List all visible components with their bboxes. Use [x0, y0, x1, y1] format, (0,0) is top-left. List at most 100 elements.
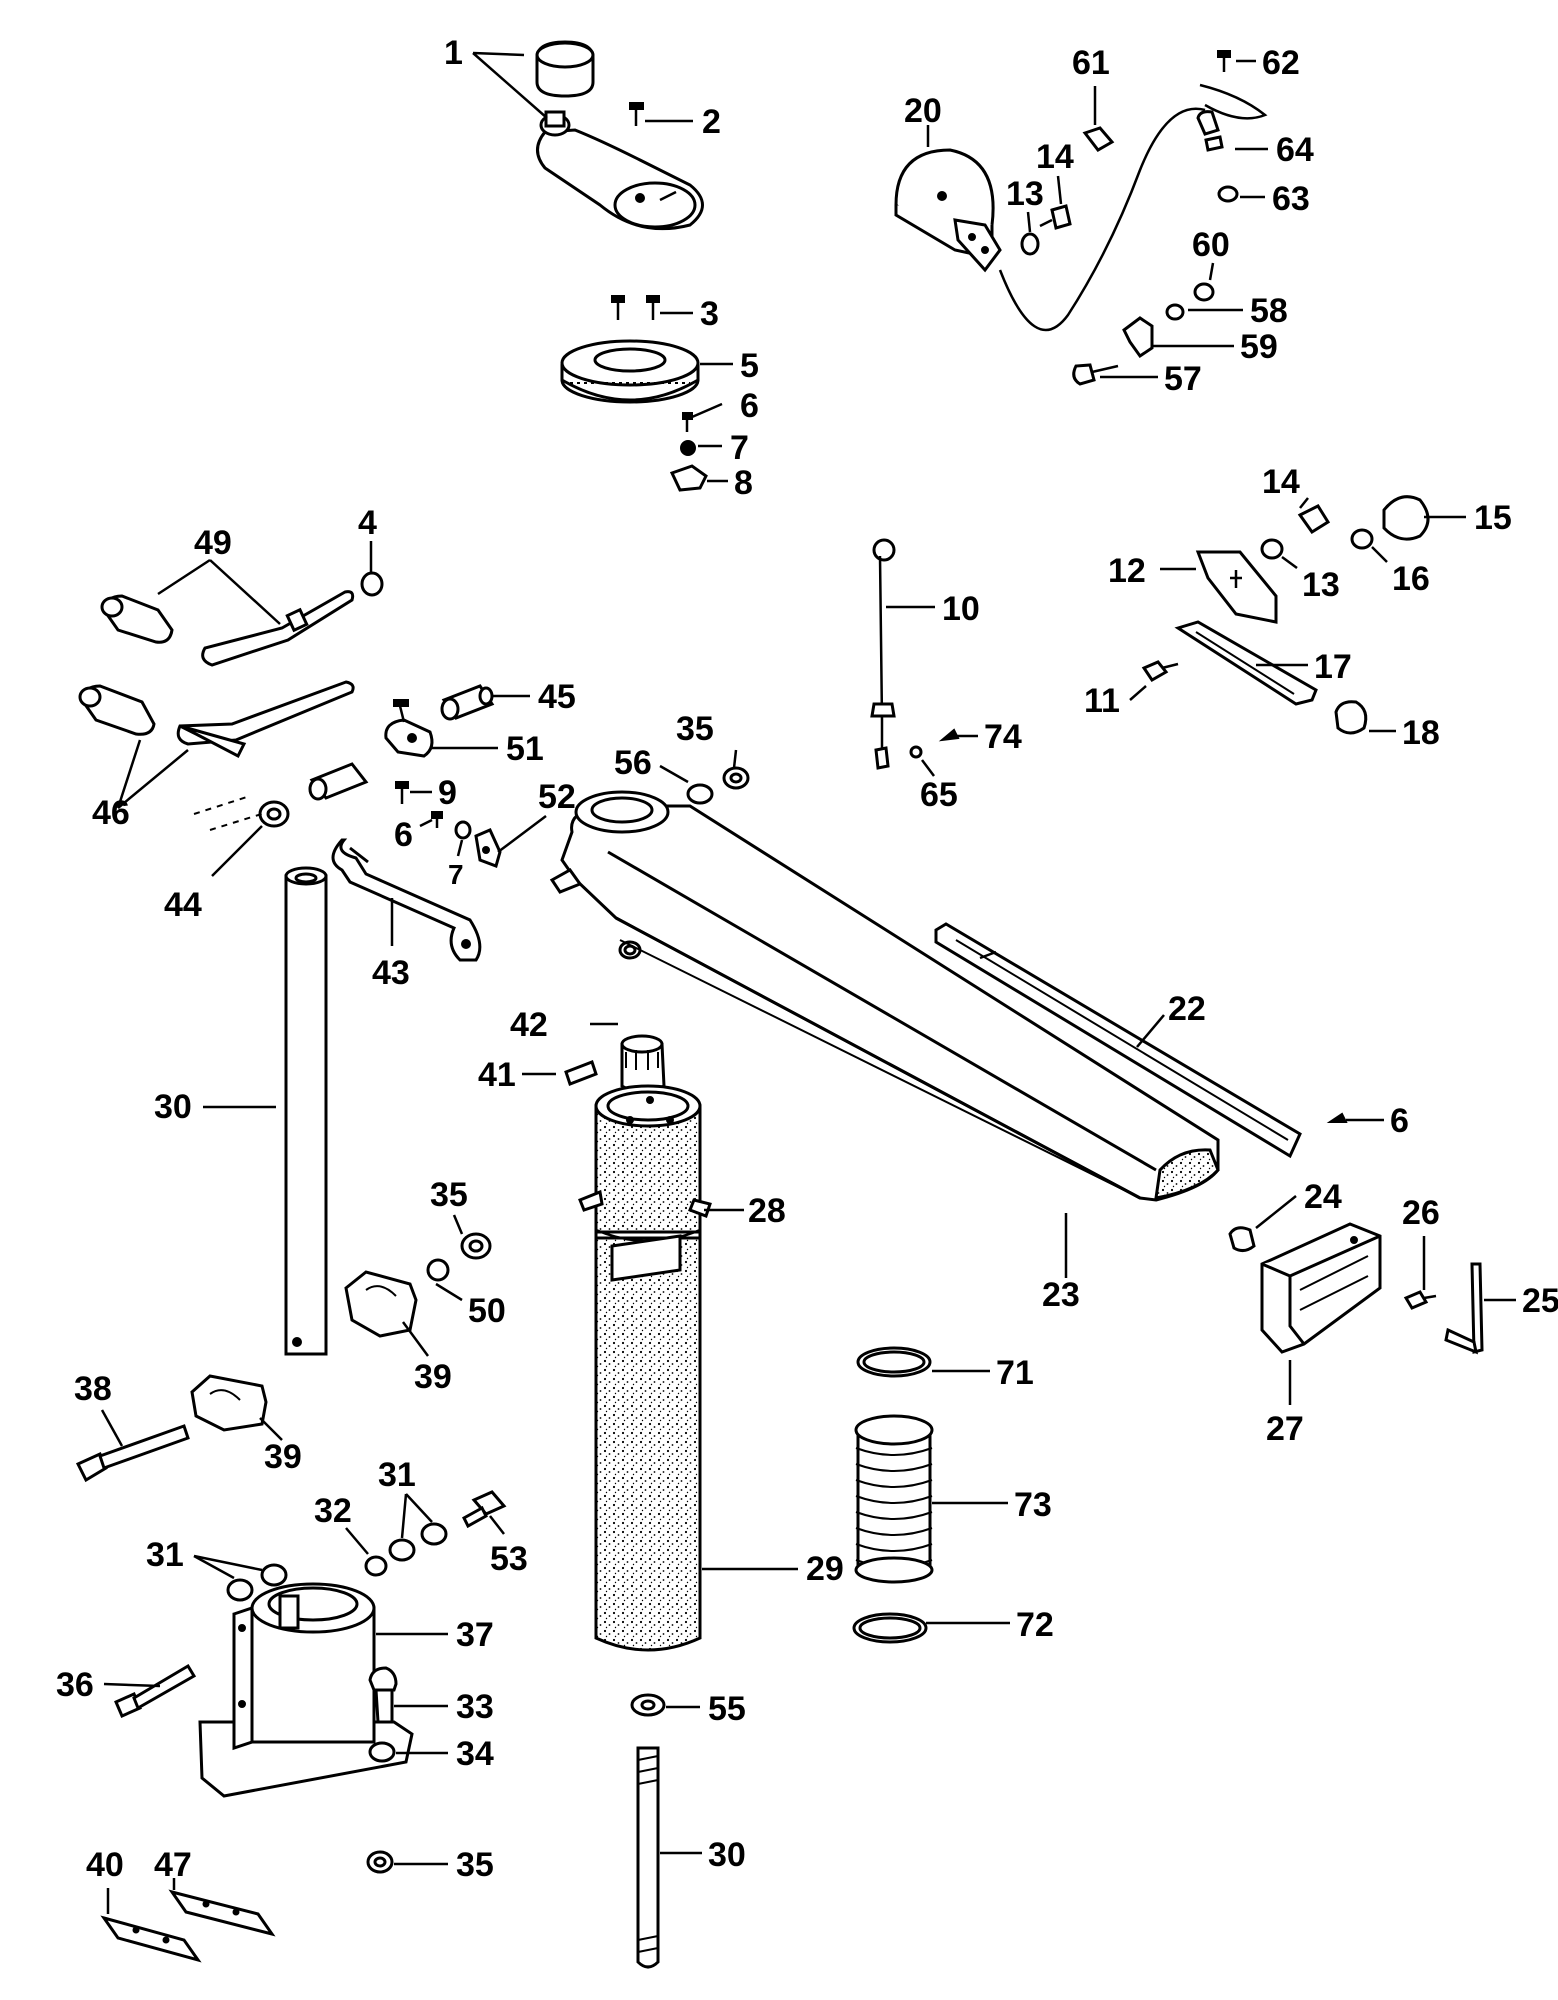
label-13-top: 13 — [1006, 175, 1044, 213]
label-52: 52 — [538, 778, 576, 816]
label-30-bottom: 30 — [708, 1836, 746, 1874]
part-46-handle-grip — [78, 684, 156, 736]
label-35-bottom: 35 — [456, 1846, 494, 1884]
label-17: 17 — [1314, 648, 1352, 686]
part-56-washer — [686, 783, 714, 805]
part-30-column — [284, 866, 328, 1356]
label-6-left: 6 — [394, 816, 413, 854]
label-38: 38 — [74, 1370, 112, 1408]
label-12: 12 — [1108, 552, 1146, 590]
part-42-knob — [620, 1034, 666, 1094]
label-36: 36 — [56, 1666, 94, 1704]
label-44: 44 — [164, 886, 202, 924]
label-6: 6 — [740, 387, 759, 425]
label-50: 50 — [468, 1292, 506, 1330]
part-41-pin — [564, 1060, 598, 1086]
label-11: 11 — [1084, 682, 1120, 720]
part-20-switch-housing — [894, 148, 1002, 273]
label-30-left: 30 — [154, 1088, 192, 1126]
part-52-bracket — [474, 828, 502, 868]
part-46-hex-key — [176, 680, 355, 759]
part-13-washer-mid — [1260, 538, 1284, 560]
part-64-cord-clamp — [1196, 83, 1268, 152]
label-60: 60 — [1192, 226, 1230, 264]
label-9: 9 — [438, 774, 457, 812]
part-72-clamp — [852, 1612, 928, 1644]
part-31-nuts-right — [388, 1522, 448, 1562]
part-1-arm-cover — [536, 110, 704, 231]
part-34-washer — [368, 1741, 396, 1763]
label-6-rail: 6 — [1390, 1102, 1409, 1140]
part-45-bushing — [440, 684, 495, 721]
label-40: 40 — [86, 1846, 124, 1884]
part-14-screw-top — [1039, 204, 1072, 230]
label-72: 72 — [1016, 1606, 1054, 1644]
part-63-nut — [1217, 185, 1239, 203]
part-1-knob — [535, 40, 595, 98]
label-55: 55 — [708, 1690, 746, 1728]
part-38-bolt — [75, 1424, 190, 1483]
part-50-washer — [426, 1258, 450, 1282]
part-27-end-cap — [1260, 1222, 1382, 1354]
part-24-bushing — [1228, 1226, 1256, 1253]
label-35-mid: 35 — [430, 1176, 468, 1214]
label-10: 10 — [942, 590, 980, 628]
label-20: 20 — [904, 92, 942, 130]
label-34: 34 — [456, 1735, 494, 1773]
label-15: 15 — [1474, 499, 1512, 537]
part-73-bellows — [854, 1414, 934, 1584]
part-44-nut — [258, 800, 290, 828]
label-29: 29 — [806, 1550, 844, 1588]
label-1: 1 — [444, 34, 463, 72]
part-61-clip — [1082, 126, 1115, 152]
label-24: 24 — [1304, 1178, 1342, 1216]
part-22-rail — [934, 922, 1302, 1159]
part-4-washer — [360, 571, 384, 597]
part-36-bolt — [114, 1663, 197, 1718]
label-73: 73 — [1014, 1486, 1052, 1524]
label-58: 58 — [1250, 292, 1288, 330]
label-63: 63 — [1272, 180, 1310, 218]
part-16-washer — [1350, 528, 1374, 550]
part-51-clamp — [384, 699, 434, 758]
label-71: 71 — [996, 1354, 1034, 1392]
part-12-plate — [1195, 550, 1278, 624]
part-13-washer-top — [1020, 232, 1040, 256]
part-32-washer — [364, 1555, 388, 1577]
part-6-screw-rail — [1326, 1112, 1348, 1123]
part-17-guide — [1174, 620, 1318, 706]
label-56: 56 — [614, 744, 652, 782]
part-62-screw — [1217, 50, 1231, 72]
part-30-shaft — [636, 1746, 660, 1969]
part-bushing-left — [308, 762, 369, 801]
label-53: 53 — [490, 1540, 528, 1578]
part-74-screw — [938, 728, 960, 742]
label-27: 27 — [1266, 1410, 1304, 1448]
part-71-clamp — [856, 1346, 932, 1378]
part-59-bracket — [1122, 316, 1154, 359]
part-5-dial — [560, 339, 700, 404]
label-46: 46 — [92, 794, 130, 832]
label-25: 25 — [1522, 1282, 1558, 1320]
part-58-washer — [1165, 303, 1185, 321]
part-39-clamp-upper — [344, 1270, 418, 1338]
part-28-pins — [578, 1189, 712, 1218]
part-26-screw — [1403, 1290, 1437, 1310]
part-49-handle-grip — [100, 594, 174, 644]
label-51: 51 — [506, 730, 544, 768]
part-15-knob — [1382, 495, 1440, 541]
label-43: 43 — [372, 954, 410, 992]
part-7-washer-left — [454, 820, 472, 840]
part-57-screw — [1072, 363, 1119, 386]
part-31-nuts-left — [226, 1563, 288, 1602]
label-42: 42 — [510, 1006, 548, 1044]
label-45: 45 — [538, 678, 576, 716]
part-35-nut-top — [722, 766, 750, 790]
part-47-plate — [168, 1889, 276, 1937]
part-60-nut — [1193, 282, 1215, 302]
part-55-washer — [630, 1693, 666, 1717]
part-23-arm — [549, 790, 1220, 1202]
part-7-nut — [680, 440, 696, 456]
label-62: 62 — [1262, 44, 1300, 82]
